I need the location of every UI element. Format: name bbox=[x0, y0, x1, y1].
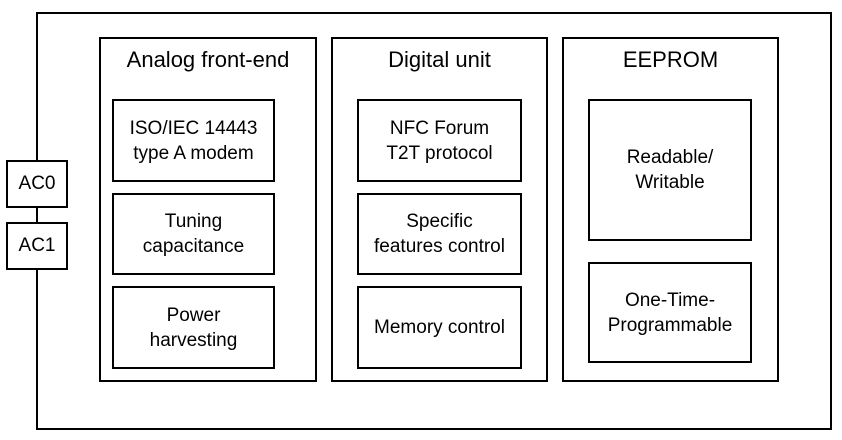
memory-control-block: Memory control bbox=[357, 286, 522, 369]
power-harvesting-block: Power harvesting bbox=[112, 286, 275, 369]
readable-writable-block: Readable/ Writable bbox=[588, 99, 752, 241]
tuning-capacitance-block: Tuning capacitance bbox=[112, 193, 275, 275]
pin-ac0: AC0 bbox=[6, 160, 68, 208]
nfc-forum-t2t-protocol-block: NFC Forum T2T protocol bbox=[357, 99, 522, 182]
pin-ac1: AC1 bbox=[6, 222, 68, 270]
digital-unit-title: Digital unit bbox=[388, 47, 491, 72]
eeprom-title: EEPROM bbox=[622, 47, 719, 72]
one-time-programmable-block: One-Time- Programmable bbox=[588, 262, 752, 363]
iso-iec-14443-modem-block: ISO/IEC 14443 type A modem bbox=[112, 99, 275, 182]
analog-front-end-title: Analog front-end bbox=[126, 47, 290, 72]
specific-features-control-block: Specific features control bbox=[357, 193, 522, 275]
